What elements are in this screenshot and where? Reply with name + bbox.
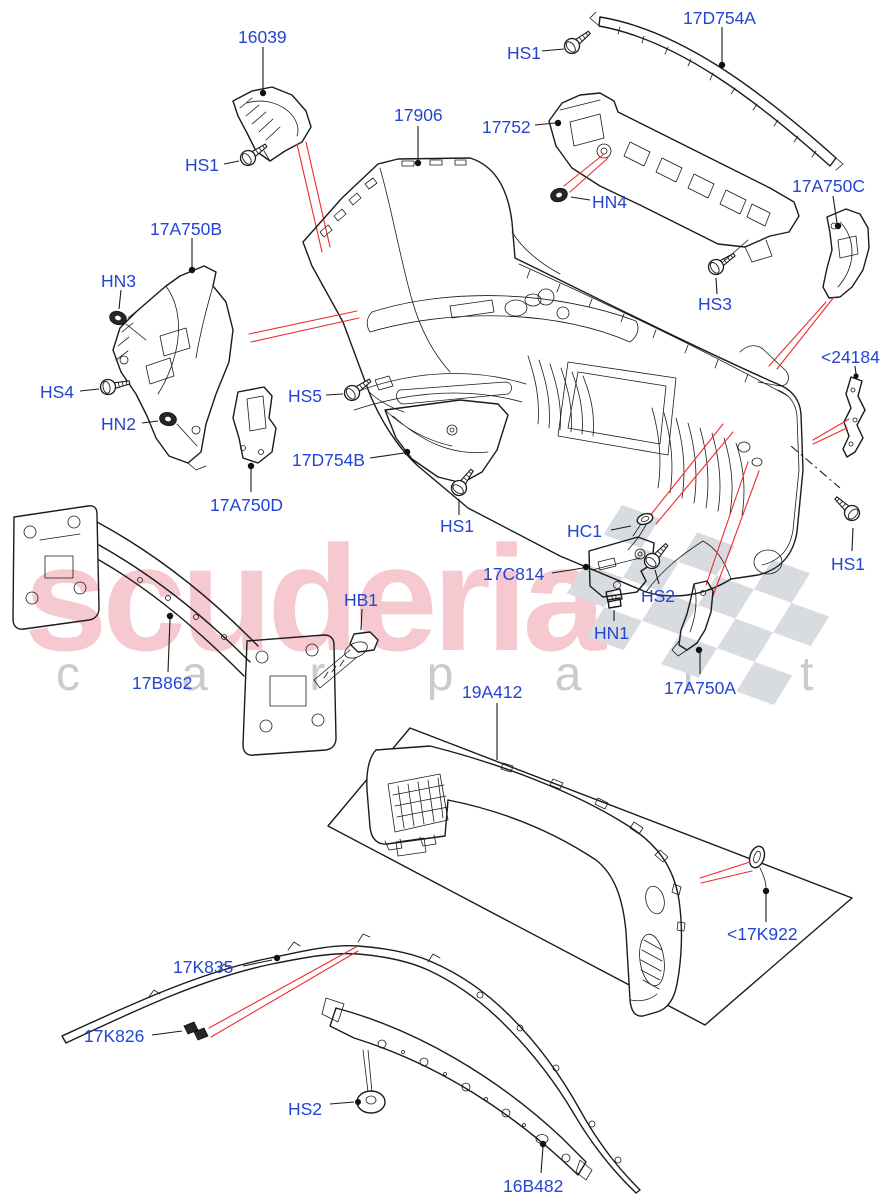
part-label-17D754A: 17D754A: [683, 8, 756, 28]
fastener-hs2-middle: [640, 538, 673, 585]
part-16039: [232, 47, 331, 253]
fastener-hn1: [605, 588, 623, 621]
part-label-17K835: 17K835: [173, 957, 233, 977]
part-label-hs1-top-right: HS1: [507, 43, 541, 63]
fastener-hs3: [704, 239, 749, 295]
part-label-hn4: HN4: [592, 192, 627, 212]
part-label-17A750B: 17A750B: [150, 219, 222, 239]
fastener-hs4: [79, 374, 132, 397]
part-label-17C814: 17C814: [483, 564, 545, 584]
part-label-24184: <24184: [821, 347, 880, 367]
watermark-brand-text: scuderia: [24, 514, 608, 682]
part-label-hs1-center: HS1: [440, 516, 474, 536]
part-17B862: [12, 505, 337, 756]
part-label-17B862: 17B862: [132, 673, 192, 693]
part-17K922: [699, 845, 770, 922]
part-label-17752: 17752: [482, 117, 531, 137]
part-17A750B: [112, 238, 360, 471]
part-label-hs4: HS4: [40, 382, 74, 402]
part-label-16039: 16039: [238, 27, 287, 47]
part-label-hs3: HS3: [698, 294, 732, 314]
part-label-19A412: 19A412: [462, 682, 522, 702]
fastener-hs1-top-right: [541, 25, 595, 58]
part-label-hs5: HS5: [288, 386, 322, 406]
part-17752: [534, 92, 800, 263]
part-17D754B: [369, 399, 509, 484]
part-label-hs2-middle: HS2: [641, 586, 675, 606]
fastener-hc1: [610, 512, 654, 551]
fastener-hn2: [141, 410, 198, 447]
part-label-17K826: 17K826: [84, 1026, 144, 1046]
part-label-hs1-right: HS1: [831, 554, 865, 574]
fastener-hb1: [313, 608, 379, 689]
part-17906: [302, 126, 804, 597]
part-label-hn1: HN1: [594, 623, 629, 643]
fastener-17K826: [151, 946, 359, 1041]
part-24184: [790, 365, 866, 489]
fastener-hs1-top-left: [223, 138, 271, 170]
part-17C814: [551, 536, 655, 598]
part-label-hn3: HN3: [101, 271, 136, 291]
part-label-hc1: HC1: [567, 521, 602, 541]
fastener-hn4: [548, 153, 609, 205]
part-17A750C: [768, 195, 870, 370]
part-label-17906: 17906: [394, 105, 443, 125]
part-label-17A750A: 17A750A: [664, 678, 736, 698]
fastener-hs5: [325, 373, 375, 405]
part-label-hb1: HB1: [344, 590, 378, 610]
part-label-17K922: <17K922: [727, 924, 798, 944]
part-label-17A750D: 17A750D: [210, 495, 283, 515]
part-label-hs1-top-left: HS1: [185, 155, 219, 175]
fastener-hn3: [107, 289, 147, 341]
part-label-17A750C: 17A750C: [792, 176, 865, 196]
fastener-hs1-right: [830, 491, 864, 552]
fastener-hs1-center: [447, 465, 479, 515]
part-19A412: [327, 703, 853, 1026]
part-17D754A: [589, 11, 844, 171]
part-16B482: [321, 997, 593, 1181]
part-label-17D754B: 17D754B: [292, 450, 365, 470]
part-17A750A: [671, 580, 714, 674]
part-17A750D: [232, 386, 277, 492]
part-label-16B482: 16B482: [503, 1176, 563, 1196]
part-label-hs2-bottom: HS2: [288, 1099, 322, 1119]
part-17K835: [61, 933, 641, 1194]
part-label-hn2: HN2: [101, 414, 136, 434]
fastener-hs2-bottom: [329, 1049, 386, 1114]
